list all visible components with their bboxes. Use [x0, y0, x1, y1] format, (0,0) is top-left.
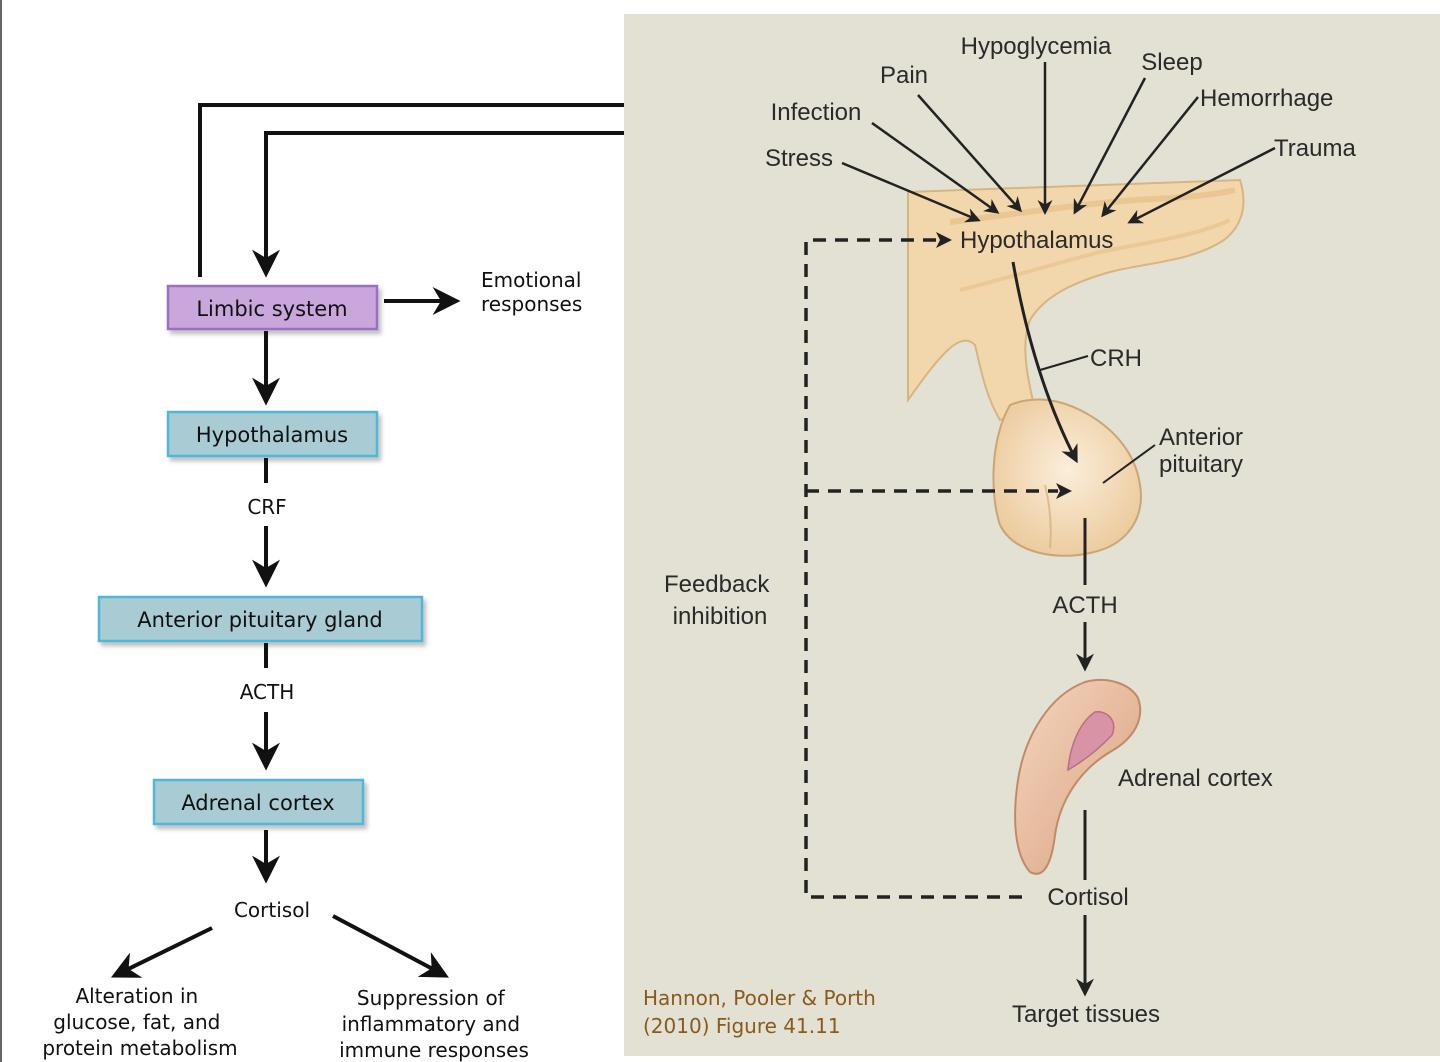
anterior-pituitary-leader	[1102, 444, 1156, 484]
crh-label: CRH	[1090, 345, 1142, 372]
stimulus-infection: Infection	[771, 99, 862, 126]
emotional-responses-label: Emotional responses	[481, 268, 588, 316]
adrenal-cortex-box	[152, 778, 365, 826]
anterior-pituitary-box-label: Anterior pituitary gland	[137, 608, 383, 632]
anterior-pituitary-box	[97, 595, 424, 643]
brain-tissue-illustration	[907, 178, 1245, 422]
arrow-hemorrhage	[1101, 96, 1199, 218]
cortisol-right-label: Cortisol	[1047, 884, 1128, 911]
connector-to-limbic-inner	[252, 131, 624, 278]
limbic-system-box	[166, 284, 379, 331]
adrenal-gland-illustration	[1014, 679, 1142, 875]
connector-to-limbic-outer	[198, 103, 624, 277]
arrow-trauma	[1127, 146, 1276, 224]
arrow-infection	[871, 121, 1000, 214]
arrow-crh	[1011, 261, 1078, 464]
stimulus-trauma: Trauma	[1274, 135, 1356, 162]
arrow-pain	[917, 94, 1022, 213]
stimulus-stress: Stress	[765, 145, 833, 172]
target-tissues-label: Target tissues	[1012, 1001, 1160, 1028]
limbic-system-label: Limbic system	[196, 297, 347, 321]
figure-hypothalamus-label: Hypothalamus	[960, 227, 1113, 254]
hypothalamus-box	[166, 410, 379, 458]
feedback-arrowhead-hypothalamus	[936, 232, 952, 248]
acth-left-label: ACTH	[240, 680, 295, 704]
adrenal-cortex-right-label: Adrenal cortex	[1118, 765, 1273, 792]
arrow-stress	[841, 161, 981, 223]
stimulus-hypoglycemia: Hypoglycemia	[961, 33, 1112, 60]
crh-leader	[1039, 355, 1089, 371]
pituitary-gland-illustration	[992, 398, 1142, 557]
outcome-metabolism-label: Alteration in glucose, fat, and protein …	[42, 984, 237, 1060]
stimulus-sleep: Sleep	[1141, 49, 1202, 76]
arrow-cortisol-to-metabolism	[110, 926, 213, 978]
hypothalamus-box-label: Hypothalamus	[196, 423, 348, 447]
feedback-arrowhead-pituitary	[1056, 483, 1072, 499]
arrow-cortisol-to-immune	[332, 914, 449, 978]
adrenal-cortex-box-label: Adrenal cortex	[181, 791, 334, 815]
stimulus-pain: Pain	[880, 62, 928, 89]
crf-label: CRF	[247, 495, 286, 519]
acth-right-label: ACTH	[1052, 592, 1117, 619]
arrow-sleep	[1073, 77, 1147, 215]
anterior-pituitary-label: Anterior pituitary	[1159, 424, 1250, 478]
outcome-immune-label: Suppression of inflammatory and immune r…	[339, 986, 529, 1062]
stimulus-hemorrhage: Hemorrhage	[1200, 85, 1333, 112]
feedback-inhibition-label: Feedback inhibition	[664, 571, 776, 630]
figure-credit: Hannon, Pooler & Porth (2010) Figure 41.…	[643, 986, 882, 1038]
cortisol-left-label: Cortisol	[234, 898, 310, 922]
